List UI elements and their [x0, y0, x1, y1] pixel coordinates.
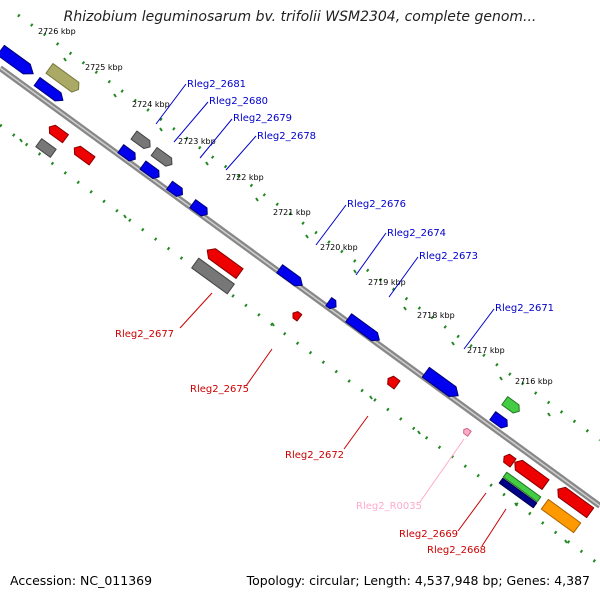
gene-label[interactable]: Rleg2_2671 — [495, 303, 554, 314]
gene-label[interactable]: Rleg2_2674 — [387, 228, 446, 239]
scale-label: 2721 kbp — [273, 208, 311, 217]
scale-label: 2724 kbp — [132, 100, 170, 109]
gene-feature-blue[interactable] — [189, 199, 210, 219]
scale-label: 2716 kbp — [515, 377, 553, 386]
scale-dotted-line-upper — [17, 13, 600, 442]
gene-label[interactable]: Rleg2_2669 — [399, 529, 458, 540]
scale-tick — [499, 376, 503, 381]
label-leader-line — [355, 232, 387, 276]
label-leader-line — [245, 348, 273, 387]
genome-backbone-highlight — [0, 67, 600, 507]
gene-feature-blue[interactable] — [276, 264, 306, 290]
scale-tick — [564, 539, 568, 544]
label-leader-line — [388, 256, 419, 298]
gene-label[interactable]: Rleg2_2668 — [427, 545, 486, 556]
gene-feature-green[interactable] — [501, 396, 522, 416]
gene-feature-blue[interactable] — [345, 313, 383, 344]
scale-dotted-line-lower — [0, 123, 600, 567]
scale-label: 2723 kbp — [178, 137, 216, 146]
gene-feature-grey[interactable] — [35, 138, 57, 158]
gene-label[interactable]: Rleg2_2673 — [419, 251, 478, 262]
gene-feature-grey[interactable] — [191, 257, 235, 295]
gene-label[interactable]: Rleg2_2677 — [115, 329, 174, 340]
gene-label[interactable]: Rleg2_2680 — [209, 96, 268, 107]
label-leader-line — [179, 292, 213, 329]
gene-feature-grey[interactable] — [130, 130, 153, 151]
genome-summary-text: Topology: circular; Length: 4,537,948 bp… — [246, 573, 590, 588]
scale-tick — [451, 341, 455, 346]
gene-feature-blue[interactable] — [489, 411, 510, 431]
scale-tick — [403, 306, 407, 311]
gene-feature-blue[interactable] — [421, 366, 461, 400]
scale-label: 2725 kbp — [85, 63, 123, 72]
label-leader-line — [315, 204, 347, 246]
label-leader-line — [225, 135, 257, 171]
scale-label: 2719 kbp — [368, 278, 406, 287]
gene-feature-blue[interactable] — [166, 180, 186, 198]
scale-tick — [159, 127, 163, 132]
gene-label[interactable]: Rleg2_2672 — [285, 450, 344, 461]
gene-feature-red[interactable] — [501, 452, 517, 468]
gene-label[interactable]: Rleg2_R0035 — [356, 501, 422, 512]
scale-label: 2718 kbp — [417, 311, 455, 320]
scale-tick — [514, 502, 518, 507]
gene-feature-red[interactable] — [291, 310, 303, 322]
accession-text: Accession: NC_011369 — [10, 573, 153, 588]
gene-label[interactable]: Rleg2_2681 — [187, 79, 246, 90]
label-leader-line — [173, 101, 209, 143]
scale-tick — [113, 93, 117, 98]
gene-label[interactable]: Rleg2_2676 — [347, 199, 406, 210]
gene-feature-red[interactable] — [554, 484, 595, 519]
gene-feature-red[interactable] — [46, 123, 69, 144]
gene-feature-red[interactable] — [385, 374, 401, 390]
gene-feature-green[interactable] — [502, 471, 542, 503]
gene-feature-olive[interactable] — [45, 63, 82, 95]
label-leader-line — [155, 83, 187, 125]
gene-feature-orange[interactable] — [540, 498, 582, 534]
scale-tick — [63, 57, 67, 62]
scale-tick — [369, 395, 373, 400]
scale-tick — [19, 138, 23, 143]
gene-feature-pink[interactable] — [462, 427, 472, 437]
scale-label: 2720 kbp — [320, 243, 358, 252]
gene-feature-blue[interactable] — [139, 160, 162, 181]
scale-tick — [123, 214, 127, 219]
gene-feature-red[interactable] — [71, 144, 96, 166]
label-leader-line — [343, 415, 369, 450]
scale-label: 2722 kbp — [226, 173, 264, 182]
gene-feature-red[interactable] — [204, 245, 244, 279]
gene-feature-blue[interactable] — [0, 44, 37, 78]
scale-tick — [305, 234, 309, 239]
map-title: Rhizobium leguminosarum bv. trifolii WSM… — [63, 9, 537, 25]
gene-label[interactable]: Rleg2_2678 — [257, 131, 316, 142]
gene-feature-navy[interactable] — [498, 477, 538, 509]
gene-feature-red[interactable] — [511, 457, 550, 490]
scale-tick — [271, 322, 275, 327]
label-leader-line — [463, 308, 495, 350]
scale-tick — [205, 161, 209, 166]
scale-tick — [255, 197, 259, 202]
scale-tick — [353, 269, 357, 274]
gene-label[interactable]: Rleg2_2679 — [233, 113, 292, 124]
label-leader-line — [199, 118, 233, 159]
scale-tick — [417, 430, 421, 435]
gene-feature-blue[interactable] — [325, 297, 339, 311]
gene-feature-blue[interactable] — [33, 77, 66, 105]
label-leader-line — [457, 492, 487, 532]
gene-feature-blue[interactable] — [117, 144, 138, 164]
label-leader-line — [419, 438, 465, 503]
scale-label: 2717 kbp — [467, 346, 505, 355]
gene-feature-grey[interactable] — [150, 146, 175, 168]
scale-label: 2726 kbp — [38, 27, 76, 36]
gene-label[interactable]: Rleg2_2675 — [190, 384, 249, 395]
label-leader-line — [481, 508, 507, 547]
scale-tick — [547, 412, 551, 417]
